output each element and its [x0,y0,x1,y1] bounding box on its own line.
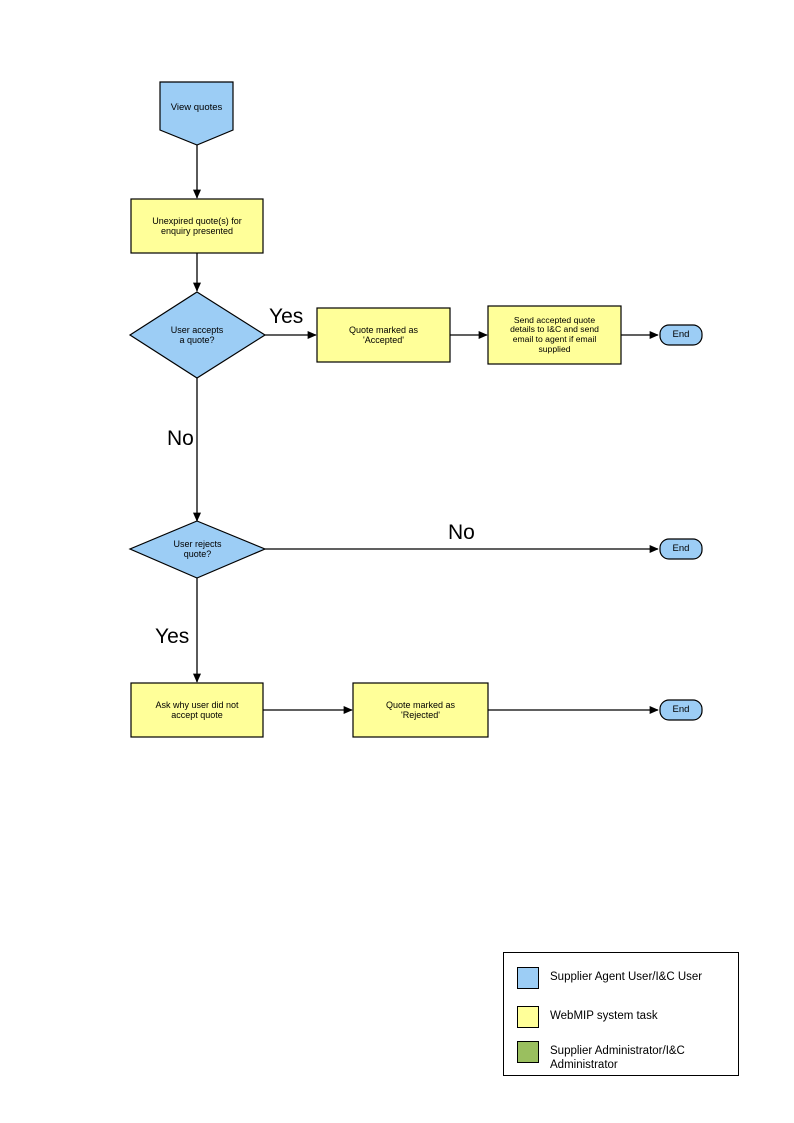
legend-swatch-yellow [517,1006,539,1028]
legend-item-supplier-administrator: Supplier Administrator/I&C Administrator [517,1041,685,1073]
node-accepted-shape[interactable] [316,307,451,363]
legend-item-webmip-system-task: WebMIP system task [517,1006,658,1028]
node-start-shape[interactable] [159,81,234,146]
edge-label-no-accepts: No [167,427,194,450]
legend-label-supplier-administrator: Supplier Administrator/I&C Administrator [550,1045,685,1072]
node-end1-shape[interactable] [659,324,703,346]
node-accepts-shape[interactable] [128,291,267,379]
node-end2-shape[interactable] [659,538,703,560]
edge-label-no-rejects: No [448,521,475,544]
legend-swatch-blue [517,967,539,989]
legend-label-supplier-agent-user: Supplier Agent User/I&C User [550,971,703,983]
edge-label-yes-rejects: Yes [155,625,190,648]
legend-panel: Supplier Agent User/I&C User WebMIP syst… [503,952,739,1076]
node-rejected-shape[interactable] [352,682,489,738]
node-end3-shape[interactable] [659,699,703,721]
node-rejects-shape[interactable] [128,520,267,579]
legend-swatch-green [517,1041,539,1063]
node-unexpired-shape[interactable] [130,198,264,254]
legend-label-webmip-system-task: WebMIP system task [550,1010,658,1022]
connector-group [192,145,659,715]
legend-item-supplier-agent-user: Supplier Agent User/I&C User [517,967,702,989]
node-askwhy-shape[interactable] [130,682,264,738]
node-sendaccept-shape[interactable] [487,305,622,365]
edge-label-yes-accepts: Yes [269,305,304,328]
